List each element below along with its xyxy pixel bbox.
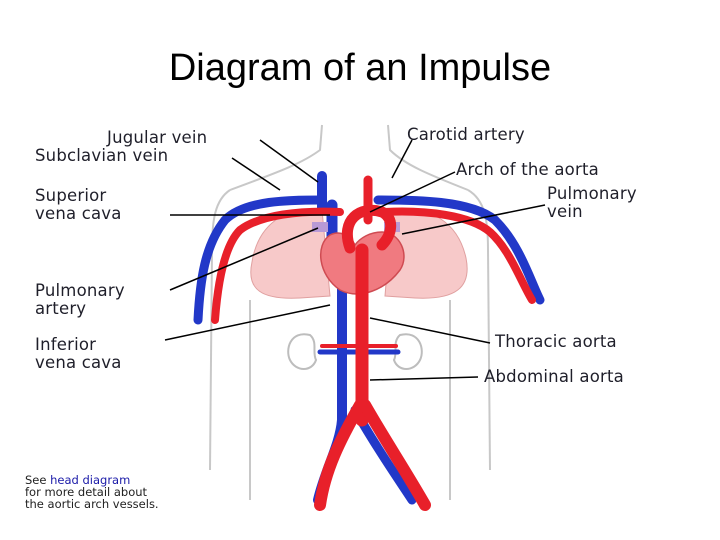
subclavian-vein-right <box>193 195 327 325</box>
label-inferior-vena-cava-line1: Inferior <box>35 335 96 354</box>
right-kidney <box>287 333 318 370</box>
label-abdominal-aorta: Abdominal aorta <box>484 367 624 386</box>
label-jugular-vein: Jugular vein <box>106 128 207 147</box>
svg-text:See head diagram: See head diagram <box>25 473 130 487</box>
label-subclavian-vein: Subclavian vein <box>35 146 168 165</box>
label-superior-vena-cava-line1: Superior <box>35 186 106 205</box>
label-pulmonary-artery-line1: Pulmonary <box>35 281 125 300</box>
leader-lines <box>164 139 546 381</box>
note-prefix: See <box>25 473 50 487</box>
head-diagram-note: See head diagram for more detail about t… <box>25 473 159 511</box>
subclavian-vein-left <box>373 195 545 305</box>
subclavian-artery-right <box>211 207 344 324</box>
label-carotid-artery: Carotid artery <box>407 125 525 144</box>
label-thoracic-aorta: Thoracic aorta <box>494 332 617 351</box>
label-pulmonary-artery-line2: artery <box>35 299 86 318</box>
body-outline <box>209 124 491 500</box>
subclavian-artery-left <box>381 207 536 304</box>
label-inferior-vena-cava-line2: vena cava <box>35 353 122 372</box>
diagram-labels: Jugular vein Subclavian vein Superior ve… <box>35 125 637 386</box>
head-diagram-link[interactable]: head diagram <box>50 473 130 487</box>
label-pulmonary-vein-line1: Pulmonary <box>547 184 637 203</box>
slide-title: Diagram of an Impulse <box>168 47 552 89</box>
label-arch-of-aorta: Arch of the aorta <box>456 160 599 179</box>
note-line3: the aortic arch vessels. <box>25 497 159 511</box>
label-pulmonary-vein-line2: vein <box>547 202 583 221</box>
iliac-artery-right <box>314 399 366 511</box>
pulmonary-vein-stub-left <box>312 222 328 232</box>
label-superior-vena-cava-line2: vena cava <box>35 204 122 223</box>
iliac-artery-left <box>359 399 431 511</box>
arteries <box>211 175 536 511</box>
note-line2: for more detail about <box>25 485 148 499</box>
